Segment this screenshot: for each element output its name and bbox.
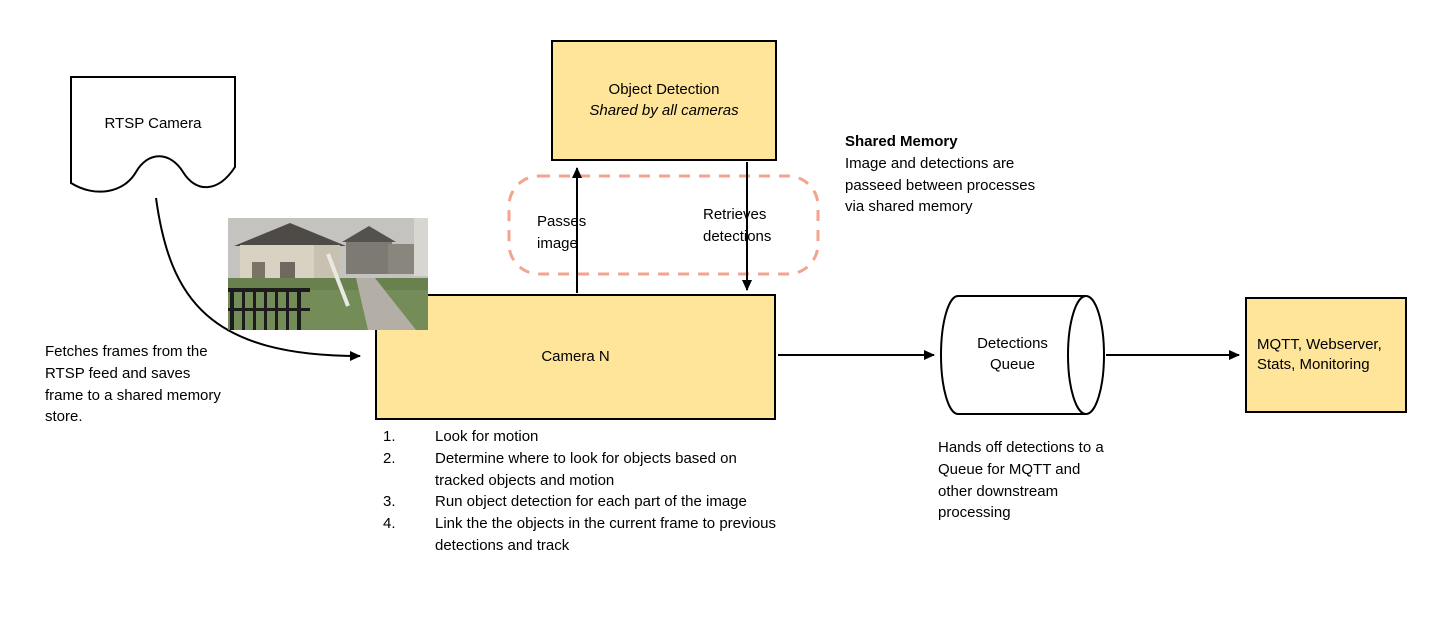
- camera-step-3: 3. Run object detection for each part of…: [383, 491, 785, 513]
- camera-step-2-number: 2.: [383, 449, 396, 467]
- detections-queue-label: Detections Queue: [977, 335, 1048, 373]
- detections-queue-rim: [1067, 295, 1087, 415]
- shared-memory-boundary: [507, 174, 820, 276]
- passes-image-label: Passes image: [537, 213, 587, 252]
- camera-step-3-text: Run object detection for each part of th…: [435, 493, 747, 511]
- rtsp-camera-shape: [70, 76, 236, 193]
- object-detection-node: Object Detection Shared by all cameras: [551, 40, 777, 161]
- camera-n-label: Camera N: [541, 347, 610, 365]
- shared-memory-note: Shared Memory Image and detections are p…: [845, 131, 1051, 218]
- fetch-frames-note: Fetches frames from the RTSP feed and sa…: [45, 343, 221, 426]
- camera-step-3-number: 3.: [383, 493, 396, 511]
- camera-frame-image: [228, 218, 428, 330]
- camera-step-2-text: Determine where to look for objects base…: [435, 449, 737, 489]
- camera-step-4: 4. Link the the objects in the current f…: [383, 513, 785, 557]
- camera-n-node: Camera N: [375, 294, 776, 420]
- camera-step-4-number: 4.: [383, 515, 396, 532]
- rtsp-camera-label: RTSP Camera: [104, 115, 202, 132]
- camera-step-2: 2. Determine where to look for objects b…: [383, 448, 785, 492]
- outputs-label: MQTT, Webserver, Stats, Monitoring: [1257, 335, 1382, 373]
- object-detection-subtitle: Shared by all cameras: [589, 101, 739, 119]
- camera-step-1-number: 1.: [383, 428, 396, 445]
- fetch-frames-arrow: [155, 197, 361, 361]
- queue-handoff-note: Hands off detections to a Queue for MQTT…: [938, 439, 1104, 522]
- camera-step-4-text: Link the the objects in the current fram…: [435, 515, 777, 554]
- camera-step-1-text: Look for motion: [435, 428, 539, 445]
- camera-step-1: 1. Look for motion: [383, 426, 785, 448]
- outputs-node: MQTT, Webserver, Stats, Monitoring: [1245, 297, 1407, 413]
- retrieves-detections-label: Retrieves detections: [703, 206, 772, 245]
- camera-steps-list: 1. Look for motion 2. Determine where to…: [383, 426, 785, 557]
- object-detection-title: Object Detection: [608, 81, 720, 99]
- shared-memory-note-body: Image and detections are passeed between…: [845, 154, 1036, 216]
- shared-memory-note-title: Shared Memory: [845, 133, 958, 150]
